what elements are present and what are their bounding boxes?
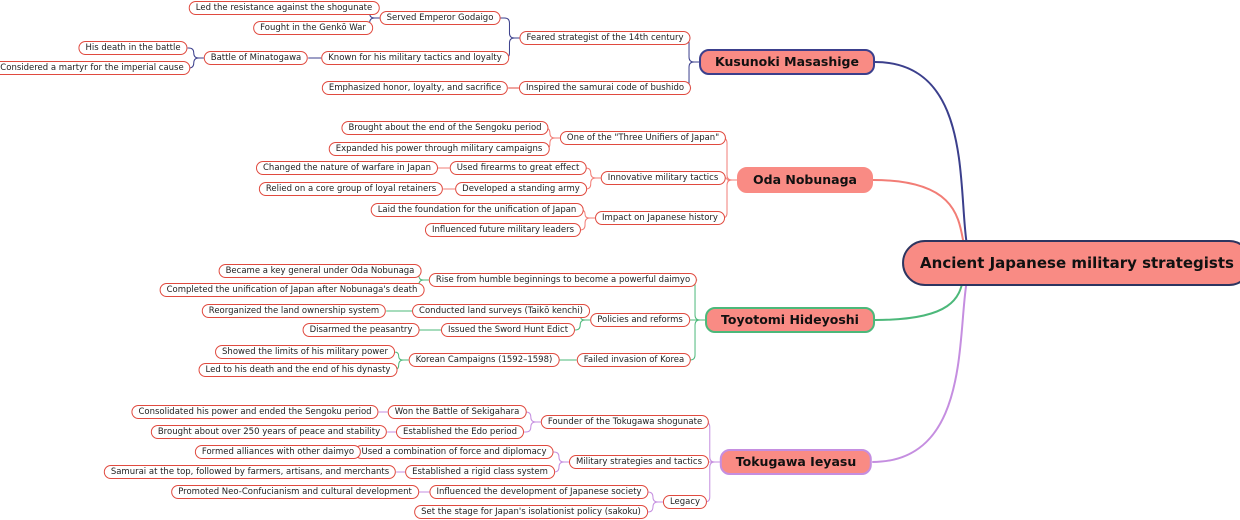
- node-resistance[interactable]: Led the resistance against the shogunate: [188, 1, 380, 15]
- connector-node-sword: [575, 319, 591, 331]
- connector-node-legacy: [704, 461, 720, 503]
- node-standing[interactable]: Developed a standing army: [455, 182, 587, 196]
- connector-node-impact: [721, 179, 738, 219]
- node-class[interactable]: Established a rigid class system: [405, 465, 555, 479]
- node-impact[interactable]: Impact on Japanese history: [595, 211, 725, 225]
- connector-node-founder: [704, 421, 720, 463]
- branch-oda[interactable]: Oda Nobunaga: [737, 167, 873, 193]
- node-legacy[interactable]: Legacy: [662, 495, 708, 509]
- node-martyr[interactable]: Considered a martyr for the imperial cau…: [0, 61, 191, 75]
- node-inspired[interactable]: Inspired the samurai code of bushido: [518, 81, 692, 95]
- node-firearms[interactable]: Used firearms to great effect: [449, 161, 587, 175]
- node-founder[interactable]: Founder of the Tokugawa shogunate: [540, 415, 710, 429]
- connector-branch-tokugawa: [872, 262, 973, 463]
- connector-node-sakoku: [647, 501, 663, 513]
- node-society[interactable]: Influenced the development of Japanese s…: [429, 485, 649, 499]
- node-expanded[interactable]: Expanded his power through military camp…: [328, 142, 550, 156]
- node-sword[interactable]: Issued the Sword Hunt Edict: [440, 323, 576, 337]
- connector-node-served: [500, 17, 520, 39]
- connector-node-failed: [689, 319, 706, 361]
- connector-node-firearms: [585, 167, 601, 179]
- node-policies[interactable]: Policies and reforms: [590, 313, 690, 327]
- node-samurai[interactable]: Samurai at the top, followed by farmers,…: [103, 465, 397, 479]
- node-force[interactable]: Used a combination of force and diplomac…: [354, 445, 554, 459]
- node-surveys[interactable]: Conducted land surveys (Taikō kenchi): [412, 304, 590, 318]
- connector-node-death: [187, 47, 204, 59]
- node-influenced[interactable]: Influenced future military leaders: [424, 223, 582, 237]
- node-retainers[interactable]: Relied on a core group of loyal retainer…: [258, 182, 444, 196]
- node-strategies[interactable]: Military strategies and tactics: [568, 455, 710, 469]
- connector-node-society: [647, 491, 663, 503]
- node-peace[interactable]: Brought about over 250 years of peace an…: [150, 425, 388, 439]
- branch-tokugawa[interactable]: Tokugawa Ieyasu: [719, 449, 873, 475]
- node-sekigahara[interactable]: Won the Battle of Sekigahara: [387, 405, 527, 419]
- node-foundation[interactable]: Laid the foundation for the unification …: [370, 203, 584, 217]
- node-minatogawa[interactable]: Battle of Minatogawa: [203, 51, 309, 65]
- node-failed[interactable]: Failed invasion of Korea: [576, 353, 692, 367]
- node-korean[interactable]: Korean Campaigns (1592–1598): [408, 353, 560, 367]
- node-death[interactable]: His death in the battle: [78, 41, 188, 55]
- node-disarmed[interactable]: Disarmed the peasantry: [302, 323, 420, 337]
- node-limits[interactable]: Showed the limits of his military power: [215, 345, 395, 359]
- node-sakoku[interactable]: Set the stage for Japan's isolationist p…: [414, 505, 648, 519]
- node-genko[interactable]: Fought in the Genkō War: [253, 21, 373, 35]
- node-consolidated[interactable]: Consolidated his power and ended the Sen…: [131, 405, 379, 419]
- node-innovative[interactable]: Innovative military tactics: [600, 171, 726, 185]
- node-alliances[interactable]: Formed alliances with other daimyo: [194, 445, 362, 459]
- connector-node-influenced: [580, 217, 596, 231]
- node-honor[interactable]: Emphasized honor, loyalty, and sacrifice: [321, 81, 509, 95]
- connector-node-force: [553, 451, 569, 463]
- connector-branch-kusunoki: [874, 61, 973, 264]
- node-rise[interactable]: Rise from humble beginnings to become a …: [428, 273, 698, 287]
- node-general[interactable]: Became a key general under Oda Nobunaga: [218, 264, 422, 278]
- node-completed[interactable]: Completed the unification of Japan after…: [159, 283, 425, 297]
- node-unifiers[interactable]: One of the "Three Unifiers of Japan": [559, 131, 727, 145]
- connector-node-standing: [585, 177, 601, 190]
- root-node[interactable]: Ancient Japanese military strategists: [902, 240, 1240, 286]
- node-feared[interactable]: Feared strategist of the 14th century: [519, 31, 691, 45]
- branch-toyotomi[interactable]: Toyotomi Hideyoshi: [705, 307, 875, 333]
- connector-node-limits: [394, 351, 409, 361]
- node-warfare[interactable]: Changed the nature of warfare in Japan: [256, 161, 438, 175]
- node-served[interactable]: Served Emperor Godaigo: [379, 11, 501, 25]
- connector-node-martyr: [188, 57, 204, 69]
- node-known[interactable]: Known for his military tactics and loyal…: [321, 51, 509, 65]
- connector-node-sekigahara: [525, 411, 541, 423]
- connector-node-innovative: [725, 177, 738, 181]
- node-neo[interactable]: Promoted Neo-Confucianism and cultural d…: [171, 485, 419, 499]
- branch-kusunoki[interactable]: Kusunoki Masashige: [699, 49, 875, 75]
- node-dynasty[interactable]: Led to his death and the end of his dyna…: [198, 363, 398, 377]
- node-land[interactable]: Reorganized the land ownership system: [201, 304, 387, 318]
- node-end-sengoku[interactable]: Brought about the end of the Sengoku per…: [341, 121, 549, 135]
- connector-node-class: [553, 461, 569, 473]
- connector-node-edo: [524, 421, 541, 433]
- node-edo[interactable]: Established the Edo period: [396, 425, 524, 439]
